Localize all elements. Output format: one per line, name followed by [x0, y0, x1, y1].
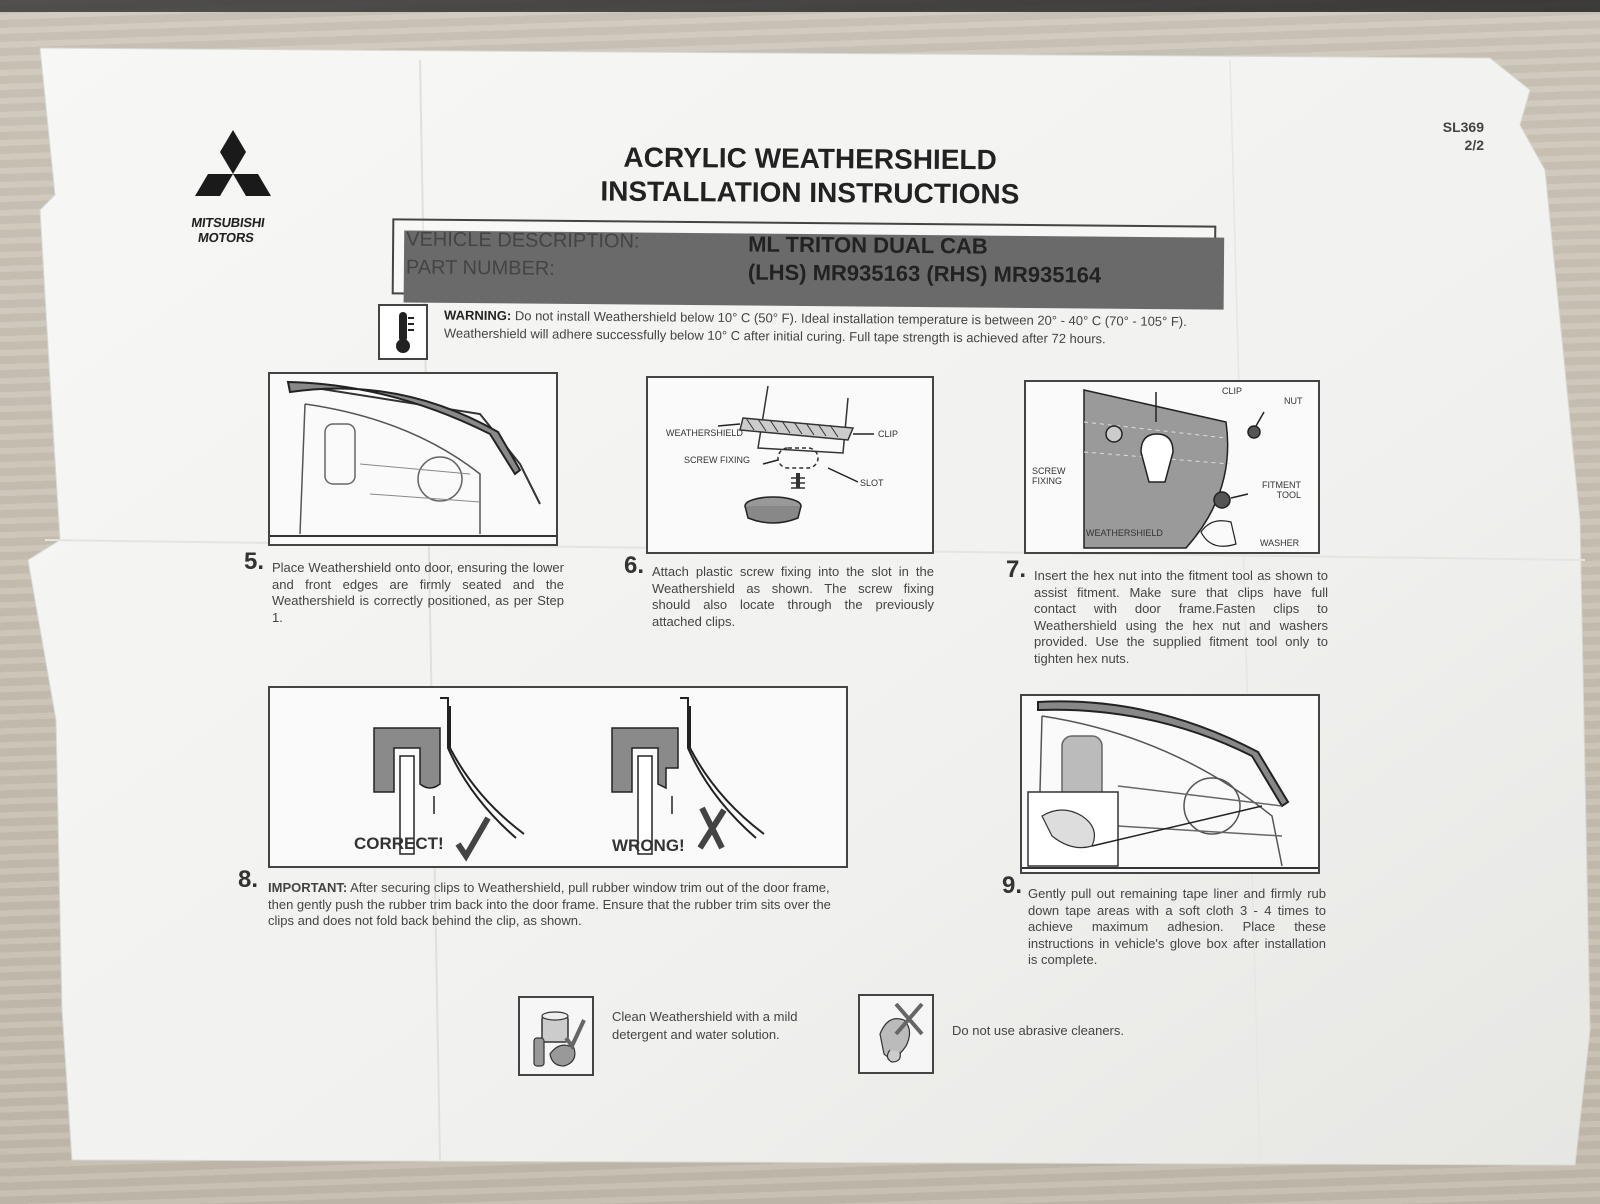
- tape-liner-removal-icon: [1022, 700, 1318, 869]
- label-fixing: FIXING: [1032, 476, 1063, 486]
- label-fitment: FITMENT: [1262, 480, 1301, 490]
- warning-notice: WARNING: Do not install Weathershield be…: [444, 307, 1244, 350]
- step-5-illustration: [268, 372, 562, 550]
- step-8-illustration: CORRECT! WRONG!: [268, 686, 852, 872]
- brand-name: MITSUBISHI MOTORS: [180, 215, 274, 245]
- label-slot: SLOT: [860, 478, 884, 488]
- step-9-illustration: [1020, 694, 1324, 878]
- label-nut: NUT: [1284, 396, 1303, 406]
- no-abrasive-cleaner-icon: [858, 994, 934, 1074]
- label-fitment-tool: FITMENT TOOL: [1262, 480, 1301, 500]
- step-7-illustration: CLIP NUT SCREW FIXING FITMENT TOOL WEATH…: [1024, 380, 1324, 558]
- label-screw: SCREW: [1032, 466, 1066, 476]
- door-weathershield-icon: [270, 380, 556, 537]
- abrasive-warning: Do not use abrasive cleaners.: [952, 1023, 1124, 1038]
- step-6-text: Attach plastic screw fixing into the slo…: [652, 564, 934, 629]
- step-7-text: Insert the hex nut into the fitment tool…: [1034, 568, 1328, 666]
- screw-fixing-diagram-icon: [717, 385, 874, 524]
- label-clip: CLIP: [878, 429, 899, 439]
- label-clip: CLIP: [1222, 386, 1243, 396]
- label-wrong: WRONG!: [612, 836, 685, 855]
- page-number: 2/2: [1464, 137, 1484, 153]
- label-correct: CORRECT!: [354, 834, 444, 853]
- step-8-number: 8.: [238, 866, 259, 893]
- important-label: IMPORTANT:: [268, 880, 348, 895]
- laptop-edge: [0, 0, 1600, 12]
- document-code: SL369 2/2: [1443, 118, 1484, 154]
- part-number-value: (LHS) MR935163 (RHS) MR935164: [747, 259, 1102, 288]
- step-5-number: 5.: [244, 548, 265, 575]
- vehicle-info-box: VEHICLE DESCRIPTION: ML TRITON DUAL CAB …: [391, 218, 1225, 310]
- step-8-text: IMPORTANT: After securing clips to Weath…: [268, 880, 848, 930]
- doc-code: SL369: [1442, 119, 1484, 135]
- brand-line-1: MITSUBISHI: [190, 215, 266, 230]
- part-number-label: PART NUMBER:: [405, 256, 555, 280]
- label-washer: WASHER: [1260, 538, 1300, 548]
- step-5-text: Place Weathershield onto door, ensuring …: [272, 560, 564, 625]
- mitsubishi-logo-icon: [195, 130, 271, 196]
- step-6-number: 6.: [624, 552, 645, 579]
- step-7-number: 7.: [1006, 556, 1027, 583]
- thermometer-icon: [378, 304, 428, 360]
- step-9-text: Gently pull out remaining tape liner and…: [1028, 886, 1326, 967]
- step-6-illustration: WEATHERSHIELD CLIP SCREW FIXING SLOT: [646, 376, 938, 558]
- label-weathershield: WEATHERSHIELD: [1086, 528, 1163, 538]
- vehicle-desc-value: ML TRITON DUAL CAB: [748, 231, 988, 259]
- trim-correct-wrong-icon: [373, 697, 765, 862]
- clean-detergent-icon: [518, 996, 594, 1076]
- label-screw-fixing: SCREW FIXING: [684, 455, 751, 465]
- label-tool: TOOL: [1276, 490, 1301, 500]
- step-8-body: After securing clips to Weathershield, p…: [268, 880, 831, 928]
- title-line-2: INSTALLATION INSTRUCTIONS: [600, 175, 1020, 210]
- title-line-1: ACRYLIC WEATHERSHIELD: [623, 141, 997, 176]
- step-9-number: 9.: [1002, 872, 1023, 899]
- label-weathershield: WEATHERSHIELD: [666, 428, 743, 438]
- clip-nut-fitment-icon: [1083, 389, 1265, 549]
- clean-instruction: Clean Weathershield with a mild detergen…: [612, 1009, 798, 1042]
- brand-line-2: MOTORS: [197, 230, 255, 245]
- page-title: ACRYLIC WEATHERSHIELD INSTALLATION INSTR…: [520, 140, 1100, 212]
- warning-label: WARNING:: [444, 307, 512, 324]
- label-screw-fixing: SCREW FIXING: [1032, 466, 1066, 486]
- vehicle-desc-label: VEHICLE DESCRIPTION:: [406, 228, 640, 253]
